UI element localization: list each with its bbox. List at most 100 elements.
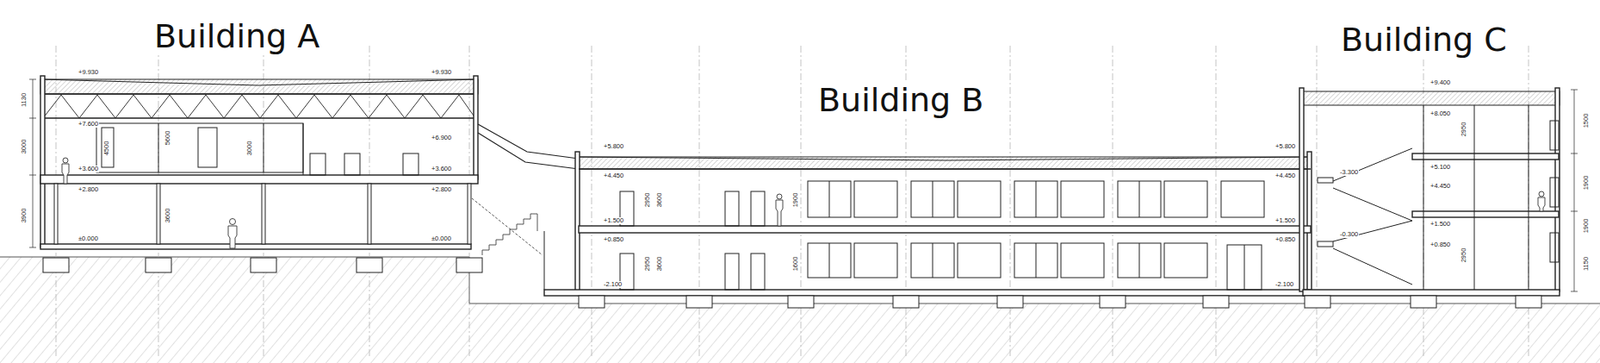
drawing-line [1164,242,1208,278]
drawing-line [32,79,34,248]
drawing-line [229,218,236,225]
drawing-line [1099,295,1126,308]
drawing-line [1570,210,1578,212]
drawing-line [158,123,160,173]
drawing-line [1550,232,1559,262]
dimension-value: 3600 [656,255,664,273]
dimension-value: 3000 [20,138,28,156]
drawing-line [367,183,372,244]
elevation-mark: +4.450 [1429,182,1452,190]
drawing-line [776,193,782,199]
drawing-line [800,45,802,358]
drawing-line [261,183,266,244]
drawing-line [1117,180,1161,218]
drawing-line [1538,191,1545,197]
drawing-line [477,124,579,159]
drawing-line [310,153,326,175]
drawing-line [829,242,831,278]
building-name: Building A [150,18,323,56]
drawing-line [750,253,765,290]
drawing-line [997,295,1024,308]
dimension-value: 1130 [20,92,28,108]
drawing-line [578,167,1311,169]
drawing-line [477,132,579,169]
drawing-line [1570,291,1578,292]
elevation-mark: -3.300 [1339,168,1359,176]
drawing-line [854,180,898,218]
drawing-line [725,253,739,290]
drawing-line [578,225,1311,233]
drawing-line [578,156,1311,169]
drawing-line [482,213,538,255]
elevation-mark: +5.800 [1274,142,1297,150]
dimension-value: 2950 [644,255,652,273]
drawing-line [1302,289,1560,296]
drawing-line [893,295,919,308]
elevation-mark: +7.600 [77,120,100,128]
person-figures [62,157,1545,249]
dimension-value: 3900 [20,207,28,224]
dimension-value: 1900 [1582,217,1590,235]
drawing-line [1410,295,1437,308]
dimension-value: 2950 [644,192,652,209]
drawing-line [40,174,478,184]
dimension-value: 3000 [246,140,254,157]
drawing-line [1227,244,1262,290]
elevation-mark: +0.850 [1429,241,1452,249]
drawing-line [1304,295,1331,308]
elevation-mark: +4.450 [1274,172,1297,180]
drawing-line [1014,242,1058,278]
elevation-mark: +0.850 [602,235,625,243]
drawing-line [775,199,783,226]
elevation-mark: -2.100 [602,280,623,288]
drawing-line [0,256,470,258]
drawing-line [1139,180,1141,218]
drawing-line [403,153,419,175]
building-a [29,75,483,273]
drawing-line [1528,105,1530,290]
stair [471,198,543,255]
drawing-line [473,75,478,180]
drawing-line [1574,89,1576,292]
drawing-line [1307,151,1312,292]
drawing-line [544,289,1311,296]
drawing-line [1203,295,1229,308]
dimension-value: 1900 [792,192,800,209]
dimension-value: 5600 [164,130,172,147]
elevation-mark: +0.850 [1274,235,1297,243]
dimension-value: 3600 [164,207,172,224]
dimension-value: 1500 [1582,112,1590,130]
drawing-line [1550,120,1559,150]
elevation-mark: +9.400 [1429,79,1452,87]
drawing-line [578,156,948,161]
drawing-line [471,198,543,255]
drawing-line [1244,244,1246,290]
drawing-line [0,256,1600,363]
elevation-mark: +2.800 [430,186,453,193]
elevation-mark: +3.600 [430,165,453,173]
drawing-line [156,183,161,244]
elevation-mark: -0.300 [1339,230,1359,238]
elevation-mark: +5.100 [1429,163,1452,171]
elevation-mark: +8.050 [1429,110,1452,118]
drawing-line [1139,242,1141,278]
drawing-line [43,257,69,273]
elevation-mark: ±0.000 [430,235,453,242]
drawing-line [1515,295,1542,308]
drawing-line [1317,177,1334,183]
drawing-line [62,163,69,184]
drawing-line [1474,105,1476,290]
drawing-line [932,242,934,278]
drawing-line [1317,241,1334,247]
dimension-value: 1600 [792,255,800,273]
drawing-line [40,75,45,248]
drawing-line [957,242,1001,278]
drawing-line [1333,248,1413,285]
drawing-line [1570,153,1578,155]
drawing-line [699,45,701,358]
ground [0,256,1600,363]
drawing-line [1537,197,1545,211]
drawing-line [787,295,814,308]
drawing-line [198,127,218,168]
